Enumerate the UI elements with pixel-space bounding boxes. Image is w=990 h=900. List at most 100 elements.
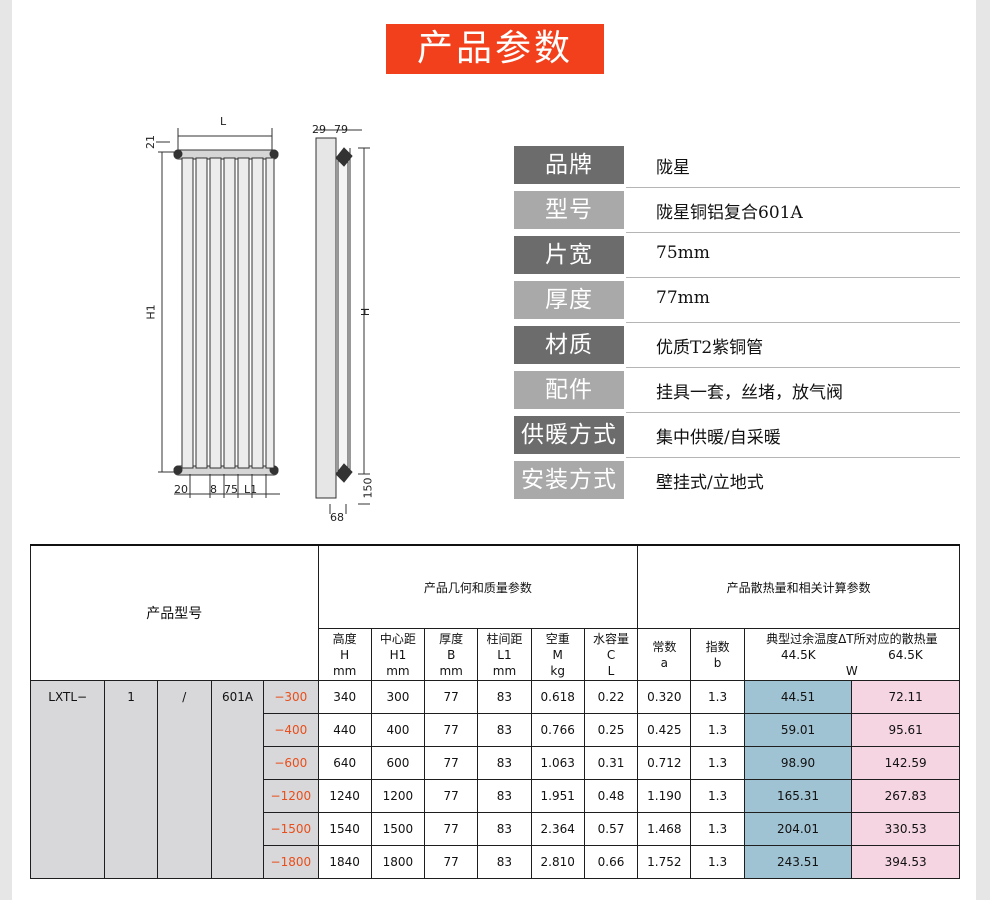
- dim-label-h: H: [359, 307, 373, 317]
- dim-label-68: 68: [330, 511, 344, 524]
- model-suffix: −1500: [263, 812, 319, 846]
- geometry-header: 产品几何和质量参数: [317, 544, 639, 629]
- spec-row-material: 材质 优质T2紫铜管: [514, 325, 960, 368]
- cell-thickness: 77: [424, 713, 479, 747]
- cell-water-capacity: 0.22: [583, 680, 639, 714]
- spec-key: 片宽: [514, 236, 624, 274]
- cell-heat-44-5k: 204.01: [743, 812, 853, 846]
- heat-output-header: 产品散热量和相关计算参数: [637, 544, 960, 629]
- cell-exponent: 1.3: [690, 779, 745, 813]
- page-title: 产品参数: [386, 24, 604, 74]
- cell-empty-weight: 1.063: [530, 746, 585, 780]
- cell-column-spacing: 83: [477, 680, 532, 714]
- dim-label-29: 29: [312, 123, 326, 136]
- cell-height: 340: [317, 680, 372, 714]
- spec-key: 材质: [514, 326, 624, 364]
- dim-label-21: 21: [144, 135, 157, 149]
- cell-exponent: 1.3: [690, 746, 745, 780]
- spec-key: 安装方式: [514, 461, 624, 499]
- model-suffix: −600: [263, 746, 319, 780]
- cell-center-distance: 600: [370, 746, 426, 780]
- model-suffix: −1800: [263, 845, 319, 879]
- spec-value: 77mm: [656, 288, 710, 308]
- cell-thickness: 77: [424, 779, 479, 813]
- cell-exponent: 1.3: [690, 812, 745, 846]
- cell-center-distance: 300: [370, 680, 426, 714]
- dim-label-8: 8: [210, 483, 217, 496]
- spec-row-installation: 安装方式 壁挂式/立地式: [514, 460, 960, 503]
- dim-label-150: 150: [361, 477, 375, 499]
- cell-heat-64-5k: 330.53: [851, 812, 960, 846]
- radiator-drawing: L 21 H1 20 8 75 L1 29 79 H 150 68: [130, 112, 380, 532]
- cell-column-spacing: 83: [477, 713, 532, 747]
- dim-label-20: 20: [174, 483, 188, 496]
- cell-heat-44-5k: 59.01: [743, 713, 853, 747]
- dim-label-75: 75: [224, 483, 238, 496]
- spec-value: 陇星: [656, 158, 690, 178]
- cell-exponent: 1.3: [690, 680, 745, 714]
- cell-height: 640: [317, 746, 372, 780]
- table-row: −1200 1240 1200 77 83 1.951 0.48 1.190 1…: [31, 779, 960, 813]
- cell-empty-weight: 2.810: [530, 845, 585, 879]
- cell-heat-44-5k: 243.51: [743, 845, 853, 879]
- dim-label-h1: H1: [144, 304, 158, 320]
- page: 产品参数: [12, 0, 976, 900]
- dim-label-79: 79: [334, 123, 348, 136]
- model-suffix: −1200: [263, 779, 319, 813]
- cell-thickness: 77: [424, 680, 479, 714]
- spec-value: 壁挂式/立地式: [656, 473, 764, 493]
- cell-center-distance: 1800: [370, 845, 426, 879]
- cell-height: 1840: [317, 845, 372, 879]
- spec-row-width: 片宽 75mm: [514, 235, 960, 278]
- spec-value: 陇星铜铝复合601A: [656, 203, 803, 223]
- cell-water-capacity: 0.66: [583, 845, 639, 879]
- cell-center-distance: 1500: [370, 812, 426, 846]
- model-part-2: 1: [104, 680, 158, 879]
- cell-height: 1540: [317, 812, 372, 846]
- cell-center-distance: 400: [370, 713, 426, 747]
- table-row: −1500 1540 1500 77 83 2.364 0.57 1.468 1…: [31, 812, 960, 846]
- dim-label-l: L: [220, 115, 227, 128]
- cell-constant: 0.425: [637, 713, 692, 747]
- cell-height: 1240: [317, 779, 372, 813]
- spec-divider: [626, 322, 960, 323]
- cell-water-capacity: 0.31: [583, 746, 639, 780]
- model-part-1: LXTL−: [29, 680, 106, 879]
- spec-value: 集中供暖/自采暖: [656, 428, 781, 448]
- heat-col-k1: 44.5K: [780, 647, 816, 662]
- model-part-3: /: [156, 680, 212, 879]
- heat-col-temps: 44.5K 64.5K: [745, 647, 959, 663]
- spec-divider: [626, 412, 960, 413]
- table-row: −400 440 400 77 83 0.766 0.25 0.425 1.3 …: [31, 713, 960, 747]
- table-row: −1800 1840 1800 77 83 2.810 0.66 1.752 1…: [31, 845, 960, 879]
- spec-value: 优质T2紫铜管: [656, 338, 764, 358]
- cell-water-capacity: 0.25: [583, 713, 639, 747]
- spec-value: 挂具一套，丝堵，放气阀: [656, 383, 843, 403]
- cell-empty-weight: 0.766: [530, 713, 585, 747]
- cell-heat-64-5k: 142.59: [851, 746, 960, 780]
- cell-constant: 1.752: [637, 845, 692, 879]
- heat-col-k2: 64.5K: [888, 647, 923, 662]
- cell-column-spacing: 83: [477, 746, 532, 780]
- table-row: LXTL− 1 / 601A −300 340 300 77 83 0.618 …: [29, 680, 960, 879]
- cell-exponent: 1.3: [690, 845, 745, 879]
- cell-thickness: 77: [424, 746, 479, 780]
- radiator-drawing-svg: [156, 128, 370, 514]
- spec-row-accessories: 配件 挂具一套，丝堵，放气阀: [514, 370, 960, 413]
- model-suffix: −400: [263, 713, 319, 747]
- cell-heat-64-5k: 72.11: [851, 680, 960, 714]
- cell-water-capacity: 0.57: [583, 812, 639, 846]
- spec-divider: [626, 457, 960, 458]
- spec-key: 配件: [514, 371, 624, 409]
- cell-constant: 1.190: [637, 779, 692, 813]
- cell-center-distance: 1200: [370, 779, 426, 813]
- table-row: −600 640 600 77 83 1.063 0.31 0.712 1.3 …: [31, 746, 960, 780]
- heat-col-unit: W: [845, 663, 858, 678]
- spec-value: 75mm: [656, 243, 710, 263]
